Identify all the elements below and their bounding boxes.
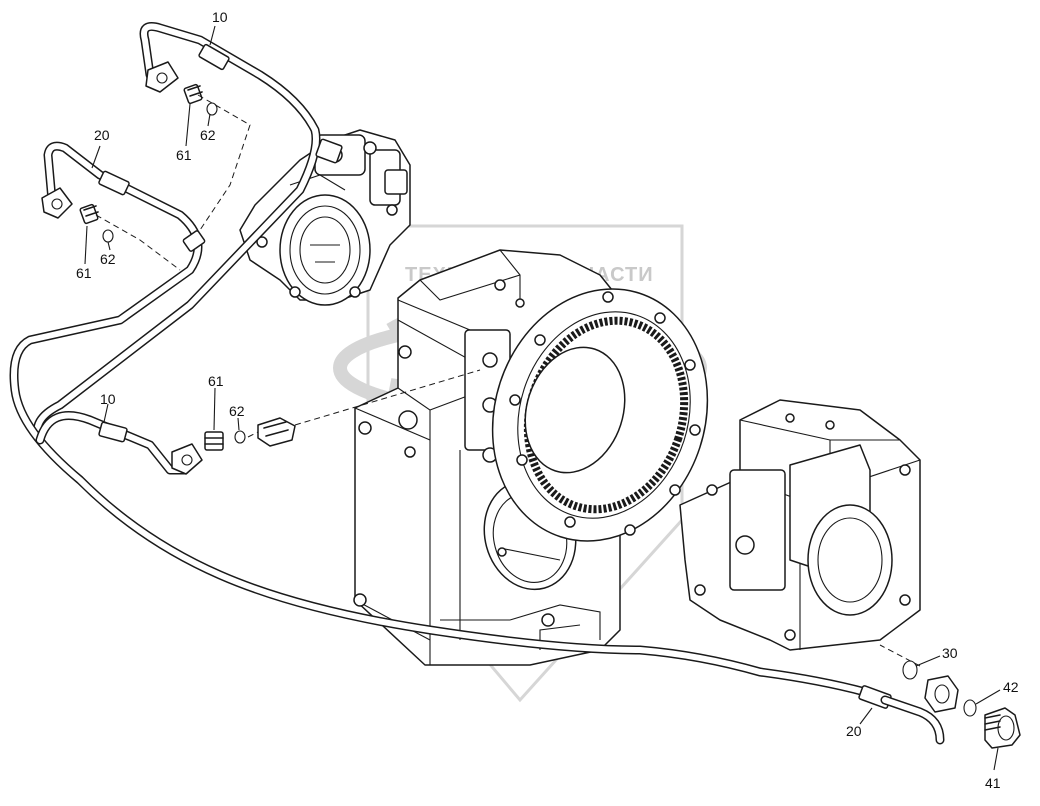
callout-42: 42 xyxy=(1003,679,1019,695)
callout-41: 41 xyxy=(985,775,1001,791)
callout-10-top: 10 xyxy=(212,9,228,25)
adapter-61-mid xyxy=(204,431,224,451)
banjo-bolt-41 xyxy=(984,707,1021,749)
callout-62-top: 62 xyxy=(200,127,216,143)
adapter-61-top xyxy=(183,83,203,105)
side-flange-housing xyxy=(679,399,921,651)
callout-61-left: 61 xyxy=(76,265,92,281)
callout-62-left: 62 xyxy=(100,251,116,267)
o-ring-62-left xyxy=(102,229,114,243)
callout-20-bottom: 20 xyxy=(846,723,862,739)
hose-20-long xyxy=(9,141,870,697)
o-ring-42 xyxy=(963,699,977,717)
callout-labels: 10 20 61 62 61 62 10 61 62 30 42 20 41 xyxy=(76,9,1019,791)
leader-lines xyxy=(84,25,1001,771)
callout-10-mid: 10 xyxy=(100,391,116,407)
hose-10-mid xyxy=(35,411,190,475)
callout-20-left: 20 xyxy=(94,127,110,143)
housing-port-fitting xyxy=(257,417,296,447)
hose-10-upper xyxy=(33,22,321,445)
ring-gear-flange xyxy=(491,288,709,542)
banjo-elbow-fitting xyxy=(880,675,959,745)
hose-end-nuts xyxy=(41,61,203,475)
o-ring-62-mid xyxy=(234,430,246,444)
callout-30: 30 xyxy=(942,645,958,661)
callout-62-mid: 62 xyxy=(229,403,245,419)
callout-61-top: 61 xyxy=(176,147,192,163)
callout-61-mid: 61 xyxy=(208,373,224,389)
assembly-dash-lines xyxy=(95,94,921,667)
adapter-61-left xyxy=(79,203,99,225)
o-ring-62-top xyxy=(206,102,218,116)
